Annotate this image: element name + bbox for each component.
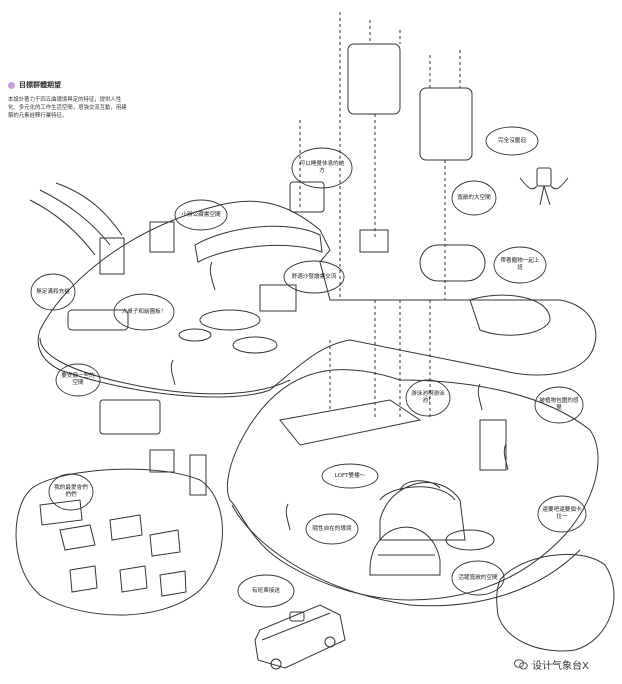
legend-title-text: 目標群體期望 xyxy=(19,81,61,89)
speech-bubbles xyxy=(30,126,587,608)
watermark-text: 设计气象台X xyxy=(532,661,589,672)
plants xyxy=(170,261,509,531)
lower-left-lounge-slab xyxy=(15,468,223,616)
watermark: 设计气象台X xyxy=(514,657,589,672)
bubble-spacious: 寬敞的大空間 xyxy=(457,194,491,201)
bubble-quiet-space: 要安靜一些的空間 xyxy=(61,373,95,386)
sweep-lines xyxy=(29,182,123,256)
wechat-icon xyxy=(514,659,528,670)
legend-title: 目標群體期望 xyxy=(8,80,130,90)
upper-furniture xyxy=(67,181,551,354)
legend-description: 本設計著力于四五曲環境與定的特征，提供人性化、多元化的工作生活空間，增強交流互動… xyxy=(8,97,127,119)
bubble-casual: 隨性自在的環境 xyxy=(312,525,352,532)
bubble-pets: 帶著寵物一起上班 xyxy=(500,258,540,271)
hanging-pods xyxy=(299,12,473,420)
bubble-sleep-area: 可以睡覺休息的地方 xyxy=(299,161,345,174)
bubble-sofa-reading: 舒適沙發讀書交流 xyxy=(291,273,337,280)
bubble-favorite: 我的最愛會們們們 xyxy=(54,485,88,498)
right-pet-area-slab xyxy=(496,553,615,652)
upper-floor-slab xyxy=(37,200,597,410)
bubble-small-office: 小辦公藏書空間 xyxy=(181,211,221,218)
bubble-ample: 無足溝和充裕 xyxy=(36,288,70,295)
bubble-pool: 游泳池啊游泳池！ xyxy=(411,391,445,404)
bubble-plants: 被植物包圍的感覺 xyxy=(539,398,579,411)
legend: 目標群體期望 本設計著力于四五曲環境與定的特征，提供人性化、多元化的工作生活空間… xyxy=(8,80,130,120)
bubble-loft: LOFT雙樓～ xyxy=(334,472,366,479)
bubble-lively: 活躍寬敞的空間 xyxy=(458,574,498,581)
shuttle-bus xyxy=(254,604,346,670)
flying-figure xyxy=(519,167,569,206)
bubble-drawing-board: 大桌子和繪圖板！ xyxy=(121,308,167,315)
lounge-figures xyxy=(39,499,187,597)
bubble-no-pressure: 完全沒壓迫 xyxy=(498,137,526,144)
lower-furniture xyxy=(99,399,507,576)
bubble-karaoke: 還要吧還要個卡拉一 xyxy=(542,507,582,520)
lower-floor-slab xyxy=(226,369,599,607)
bullet-icon xyxy=(8,81,15,89)
bubble-shuttle: 有班車接送 xyxy=(252,587,280,594)
